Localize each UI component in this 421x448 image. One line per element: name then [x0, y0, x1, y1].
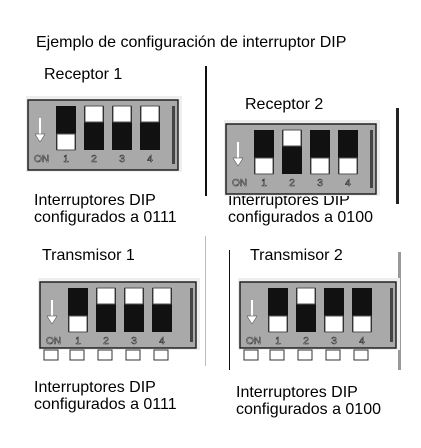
- panel-label-transmisor-2: Transmisor 2: [250, 247, 343, 264]
- switch-position-label: 2: [103, 336, 109, 347]
- switch-body-edge: [370, 130, 373, 188]
- on-label: ON: [232, 178, 247, 189]
- switch-position-label: 1: [63, 154, 69, 165]
- caption-transmisor-2: Interruptores DIP configurados a 0100: [236, 384, 381, 418]
- caption-line-1: Interruptores DIP: [34, 379, 156, 396]
- on-arrowhead-icon: [246, 315, 258, 325]
- switch-actuator: [84, 105, 104, 123]
- dip-switch-transmisor-2: 1 2 3 4 ON: [238, 278, 400, 361]
- switch-actuator: [112, 105, 132, 123]
- switch-actuator: [254, 157, 274, 175]
- switch-actuator: [282, 129, 302, 147]
- switch-actuator: [96, 287, 116, 305]
- caption-line-2: configurados a 0111: [34, 209, 177, 226]
- dip-switch-receptor-1: 1 2 3 4 ON: [26, 96, 182, 172]
- switch-actuator: [296, 287, 316, 305]
- switch-pin: [125, 349, 141, 361]
- caption-line-2: configurados a 0100: [236, 401, 381, 418]
- switch-position-label: 3: [317, 178, 323, 189]
- switch-actuator: [140, 105, 160, 123]
- switch-position-label: 4: [359, 336, 365, 347]
- switch-actuator: [56, 133, 76, 151]
- switch-actuator: [310, 157, 330, 175]
- switch-position-label: 4: [159, 336, 165, 347]
- switch-position-label: 3: [131, 336, 137, 347]
- on-label: ON: [246, 336, 261, 347]
- dip-switch-transmisor-1: 1 2 3 4 ON: [38, 278, 200, 361]
- switch-position-label: 4: [345, 178, 351, 189]
- switch-pin: [353, 349, 369, 361]
- caption-line-2: configurados a 0111: [34, 396, 177, 413]
- switch-pin: [153, 349, 169, 361]
- switch-body: [39, 281, 197, 349]
- divider-bottom: [205, 236, 206, 366]
- switch-position-label: 1: [275, 336, 281, 347]
- switch-pin: [325, 349, 341, 361]
- switch-actuator: [268, 315, 288, 333]
- switch-actuator: [352, 315, 372, 333]
- switch-position-label: 2: [303, 336, 309, 347]
- caption-transmisor-1: Interruptores DIP configurados a 0111: [34, 379, 177, 413]
- switch-pin: [243, 349, 259, 361]
- caption-line-1: Interruptores DIP: [228, 192, 350, 209]
- caption-receptor-1: Interruptores DIP configurados a 0111: [34, 192, 177, 226]
- caption-line-1: Interruptores DIP: [236, 384, 358, 401]
- on-arrowhead-icon: [34, 133, 46, 143]
- switch-pin: [297, 349, 313, 361]
- switch-actuator: [338, 157, 358, 175]
- panel-label-receptor-1: Receptor 1: [44, 66, 123, 83]
- switch-pin: [43, 349, 59, 361]
- on-label: ON: [34, 154, 49, 165]
- on-label: ON: [46, 336, 61, 347]
- dip-switch-receptor-2: 1 2 3 4 ON: [224, 120, 380, 196]
- switch-pin: [269, 349, 285, 361]
- on-arrowhead-icon: [46, 315, 58, 325]
- switch-position-label: 4: [147, 154, 153, 165]
- switch-position-label: 2: [289, 178, 295, 189]
- switch-actuator: [68, 315, 88, 333]
- switch-position-label: 3: [119, 154, 125, 165]
- panel-label-receptor-2: Receptor 2: [245, 96, 324, 113]
- switch-body-edge: [172, 106, 175, 164]
- switch-position-label: 2: [91, 154, 97, 165]
- caption-line-1: Interruptores DIP: [34, 192, 156, 209]
- switch-actuator: [324, 315, 344, 333]
- switch-body-edge: [390, 288, 393, 342]
- divider-bottom-inner: [229, 250, 230, 370]
- caption-line-2: configurados a 0100: [228, 209, 373, 226]
- switch-pin: [69, 349, 85, 361]
- switch-position-label: 3: [331, 336, 337, 347]
- diagram-title: Ejemplo de configuración de interruptor …: [36, 34, 347, 51]
- switch-position-label: 1: [261, 178, 267, 189]
- panel-edge-right-top: [396, 108, 399, 204]
- switch-actuator: [124, 287, 144, 305]
- caption-receptor-2: Interruptores DIP configurados a 0100: [228, 192, 373, 226]
- switch-body: [239, 281, 397, 349]
- panel-label-transmisor-1: Transmisor 1: [42, 247, 135, 264]
- divider-top: [205, 66, 207, 196]
- on-arrowhead-icon: [232, 157, 244, 167]
- switch-actuator: [152, 287, 172, 305]
- switch-position-label: 1: [75, 336, 81, 347]
- switch-pin: [97, 349, 113, 361]
- switch-body-edge: [190, 288, 193, 342]
